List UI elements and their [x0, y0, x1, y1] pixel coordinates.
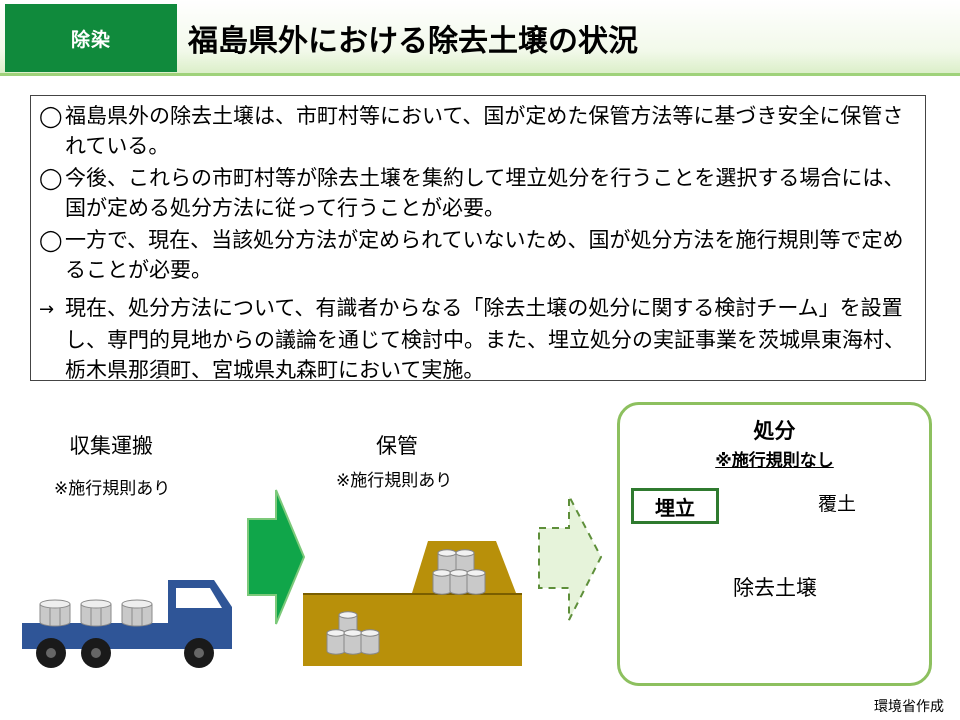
- cover-soil-label: 覆土: [818, 493, 857, 515]
- summary-item: ◯今後、これらの市町村等が除去土壌を集約して埋立処分を行うことを選択する場合には…: [39, 163, 915, 223]
- summary-item-text: 一方で、現在、当該処分方法が定められていないため、国が処分方法を施行規則等で定め…: [65, 228, 904, 282]
- summary-item: ◯一方で、現在、当該処分方法が定められていないため、国が処分方法を施行規則等で定…: [39, 225, 915, 285]
- landfill-tag: 埋立: [631, 488, 719, 524]
- truck-icon: [22, 580, 232, 668]
- page-title: 福島県外における除去土壌の状況: [188, 24, 638, 59]
- dashed-arrow-right-icon: [538, 495, 603, 621]
- source-credit: 環境省作成: [874, 699, 944, 715]
- removed-soil-label: 除去土壌: [733, 576, 817, 600]
- summary-box: ◯福島県外の除去土壌は、市町村等において、国が定めた保管方法等に基づき安全に保管…: [30, 95, 926, 382]
- disposal-label: 処分: [753, 419, 796, 443]
- transport-label: 収集運搬: [69, 434, 153, 458]
- arrow-right-icon: →: [39, 299, 55, 320]
- disposal-note-text: ※施行規則なし: [715, 451, 834, 471]
- circle-bullet-icon: ◯: [39, 104, 63, 128]
- summary-conclusion-text: 現在、処分方法について、有識者からなる「除去土壌の処分に関する検討チーム」を設置…: [65, 296, 905, 382]
- summary-conclusion: → 現在、処分方法について、有識者からなる「除去土壌の処分に関する検討チーム」を設…: [39, 293, 915, 385]
- summary-item-text: 福島県外の除去土壌は、市町村等において、国が定めた保管方法等に基づき安全に保管さ…: [65, 104, 904, 158]
- storage-site-icon: [303, 541, 522, 666]
- disposal-note: ※施行規則なし: [617, 446, 932, 471]
- disposal-panel: [617, 402, 932, 686]
- transport-note: ※施行規則あり: [54, 479, 171, 499]
- storage-note: ※施行規則あり: [336, 471, 453, 491]
- storage-label: 保管: [376, 434, 418, 458]
- circle-bullet-icon: ◯: [39, 228, 63, 252]
- category-tag: 除染: [5, 4, 177, 72]
- circle-bullet-icon: ◯: [39, 166, 63, 190]
- summary-item: ◯福島県外の除去土壌は、市町村等において、国が定めた保管方法等に基づき安全に保管…: [39, 101, 915, 161]
- summary-item-text: 今後、これらの市町村等が除去土壌を集約して埋立処分を行うことを選択する場合には、…: [65, 166, 905, 220]
- arrow-right-icon: [247, 489, 306, 625]
